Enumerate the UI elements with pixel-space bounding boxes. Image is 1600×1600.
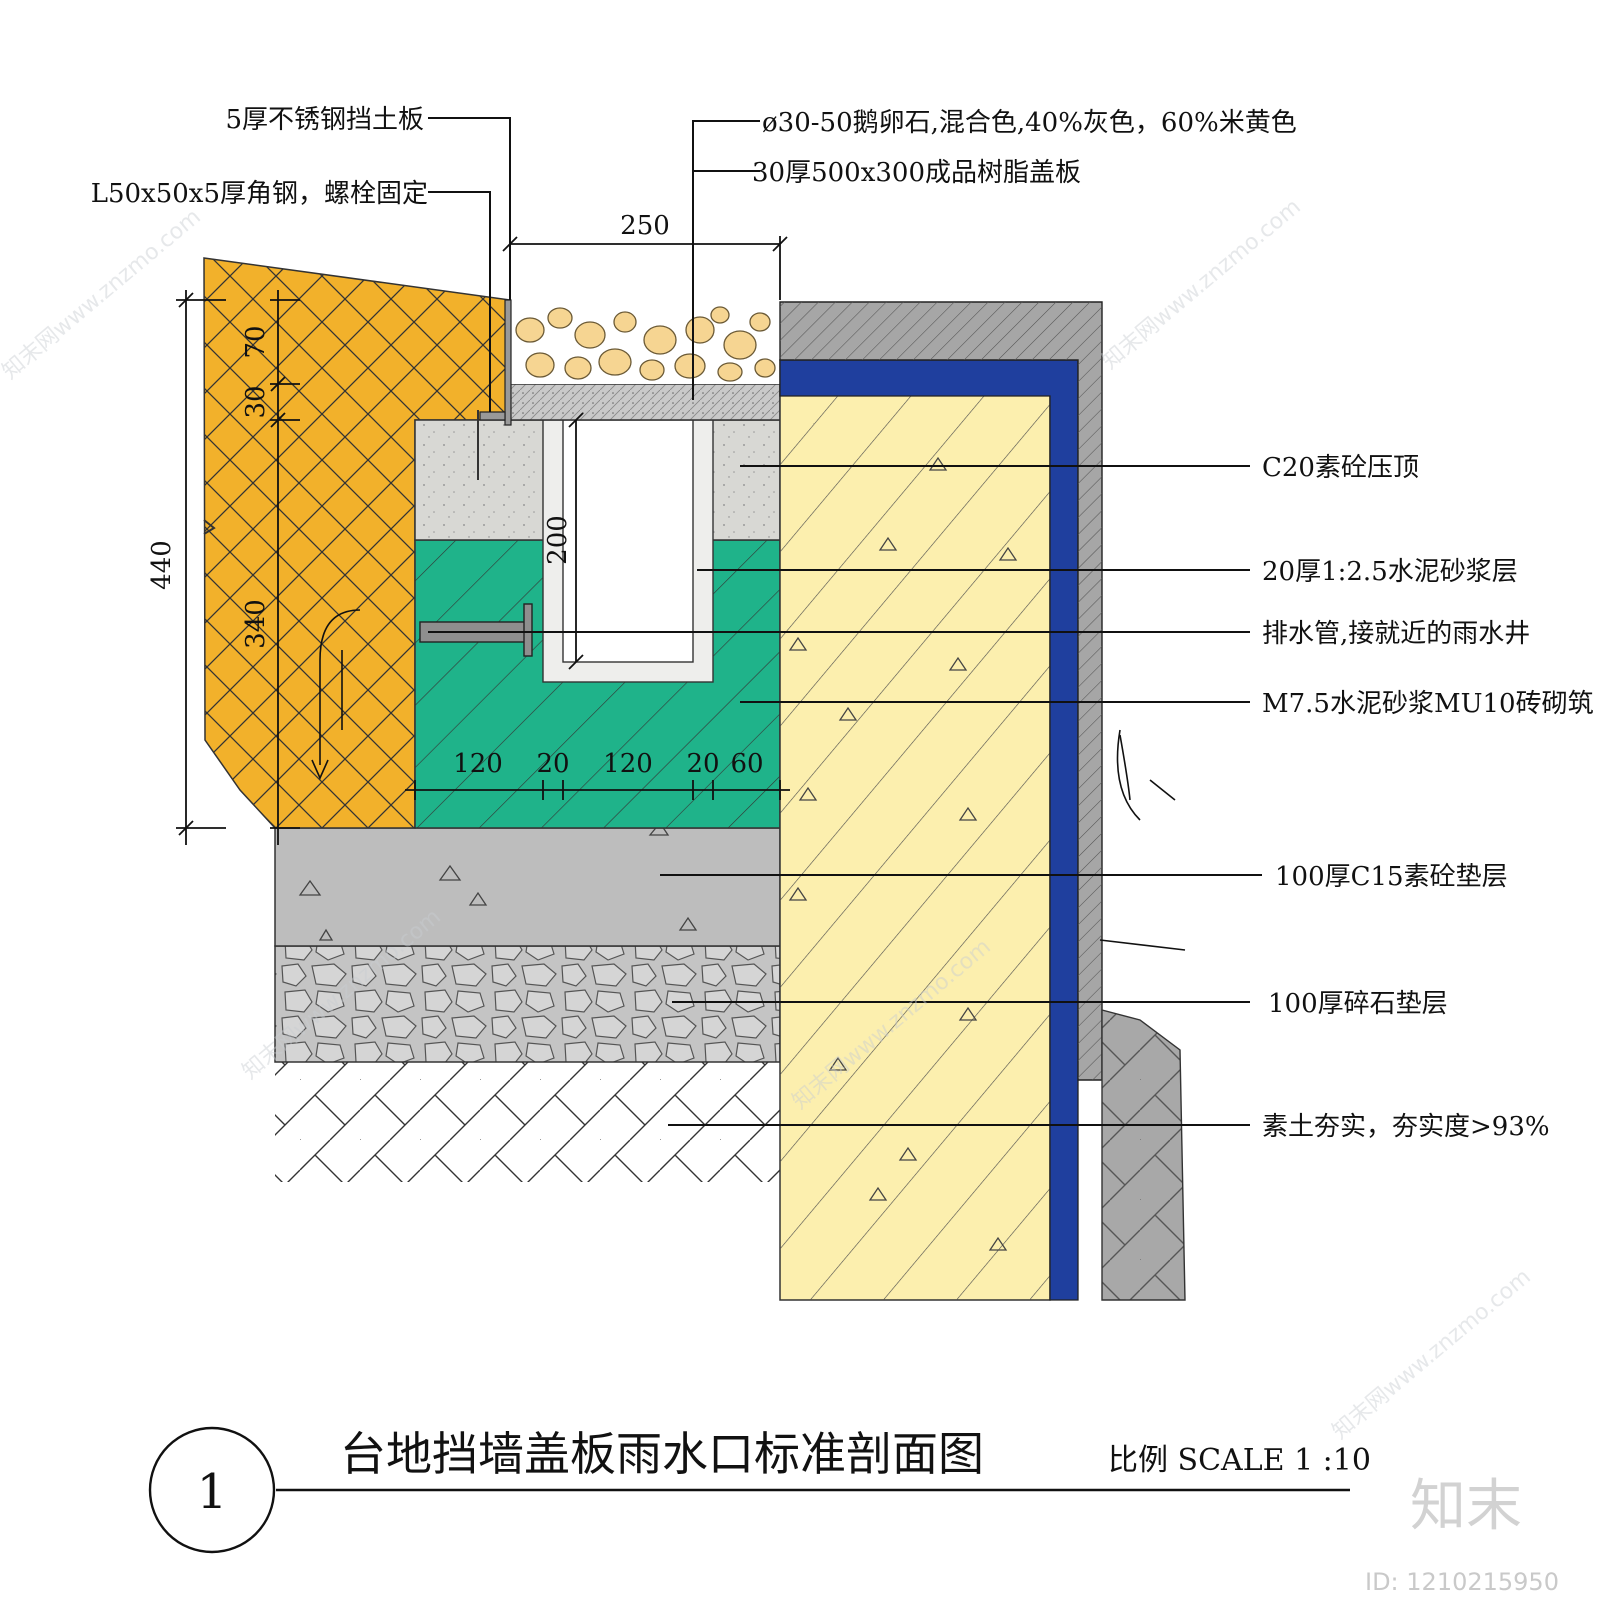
drawing-number: 1 (197, 1464, 228, 1520)
drawing-number-circle (148, 1426, 276, 1554)
drawing-scale: 比例 SCALE 1 :10 (1108, 1443, 1371, 1478)
dim-w2: 20 (536, 749, 569, 779)
leader-lines (428, 117, 1262, 1126)
concrete-base-layer (274, 821, 781, 947)
callout-coping: C20素砼压顶 (1262, 453, 1419, 483)
watermark-text: 知末网www.znzmo.com (1328, 1264, 1536, 1444)
dim-h1: 70 (241, 325, 271, 358)
drawing-title: 台地挡墙盖板雨水口标准剖面图 (340, 1427, 984, 1481)
title-block: 1 台地挡墙盖板雨水口标准剖面图 比例 SCALE 1 :10 (148, 1426, 1371, 1554)
watermark-text: 知末网www.znzmo.com (1098, 194, 1306, 374)
retaining-wall (779, 359, 1051, 1301)
dim-total-height: 440 (147, 540, 177, 590)
dimension-labels: 250 440 70 30 340 200 120 20 120 20 60 (147, 211, 764, 779)
callout-angle-steel: L50x50x5厚角钢，螺栓固定 (91, 179, 428, 209)
pebble-fill (510, 300, 780, 384)
callout-concrete-base: 100厚C15素砼垫层 (1275, 862, 1508, 892)
callout-brick: M7.5水泥砂浆MU10砖砌筑 (1262, 689, 1594, 719)
callout-steel-plate: 5厚不锈钢挡土板 (225, 105, 424, 135)
dim-h3: 340 (241, 599, 271, 649)
gravel-base-layer (274, 945, 781, 1063)
resin-cover-plate (509, 383, 781, 421)
callout-pebbles: ø30-50鹅卵石,混合色,40%灰色，60%米黄色 (762, 108, 1297, 138)
callout-drain-pipe: 排水管,接就近的雨水井 (1262, 619, 1530, 649)
dimension-lines (176, 236, 790, 845)
stainless-steel-plate (477, 299, 512, 480)
watermark-text: 知末网www.znzmo.com (0, 204, 206, 384)
callout-soil: 素土夯实，夯实度>93% (1262, 1112, 1550, 1142)
watermark-brand: 知末 (1410, 1474, 1522, 1539)
callout-labels: 5厚不锈钢挡土板 L50x50x5厚角钢，螺栓固定 ø30-50鹅卵石,混合色,… (91, 105, 1594, 1142)
dim-w5: 60 (730, 749, 763, 779)
watermark-id: ID: 1210215950 (1365, 1568, 1559, 1596)
right-ground (1099, 729, 1186, 1301)
dim-top-width: 250 (620, 211, 670, 241)
dim-inner-depth: 200 (543, 515, 573, 565)
drain-channel (542, 419, 714, 683)
callout-gravel-base: 100厚碎石垫层 (1268, 989, 1448, 1019)
callout-resin-cover: 30厚500x300成品树脂盖板 (752, 158, 1081, 188)
dim-w4: 20 (686, 749, 719, 779)
dim-w1: 120 (453, 749, 503, 779)
callout-mortar: 20厚1:2.5水泥砂浆层 (1262, 557, 1518, 587)
stone-cladding (779, 301, 1103, 1081)
dim-h2: 30 (241, 385, 271, 418)
dim-w3: 120 (603, 749, 653, 779)
compacted-soil-layer (275, 1062, 780, 1182)
soil-backfill (203, 257, 511, 829)
